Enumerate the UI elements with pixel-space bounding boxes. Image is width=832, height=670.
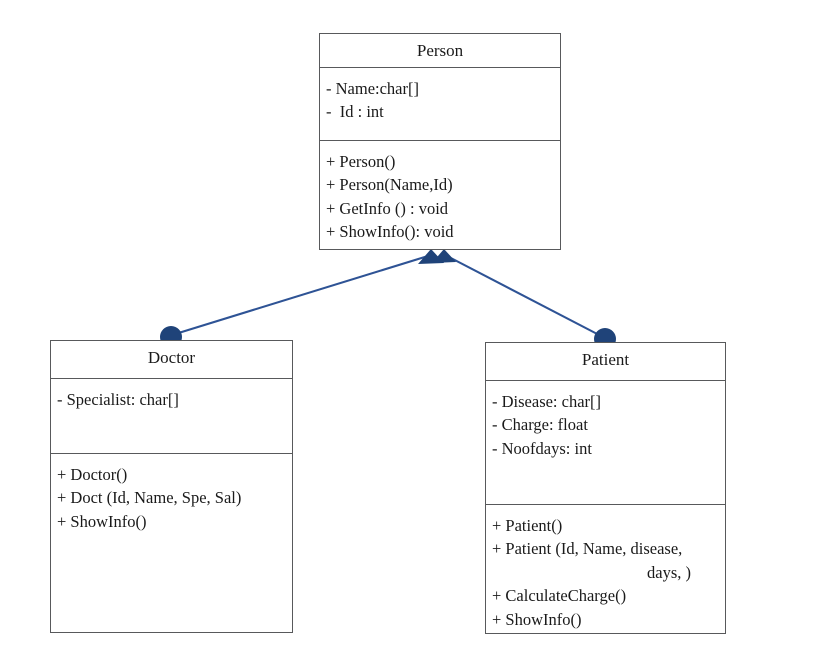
uml-class-person[interactable]: Person - Name:char[] - Id : int + Person…	[319, 33, 561, 250]
method-item-continuation: days, )	[647, 562, 691, 582]
uml-class-doctor[interactable]: Doctor - Specialist: char[] + Doctor() +…	[50, 340, 293, 633]
method-item: + Person(Name,Id)	[326, 175, 453, 195]
class-name-person: Person	[320, 34, 560, 68]
methods-compartment-doctor: + Doctor() + Doct (Id, Name, Spe, Sal) +…	[51, 454, 292, 533]
attribute-item: - Specialist: char[]	[57, 390, 179, 409]
method-item: + ShowInfo()	[57, 511, 147, 531]
arrowhead-icon-doctor	[418, 249, 444, 264]
method-item: + Patient (Id, Name, disease,	[492, 539, 683, 559]
method-item: + ShowInfo(): void	[326, 222, 454, 242]
attribute-item: - Id : int	[326, 102, 384, 122]
method-item: + ShowInfo()	[492, 609, 582, 629]
attributes-compartment-person: - Name:char[] - Id : int	[320, 68, 560, 141]
attribute-item: - Name:char[]	[326, 79, 419, 98]
attributes-compartment-doctor: - Specialist: char[]	[51, 379, 292, 454]
class-name-doctor: Doctor	[51, 341, 292, 379]
uml-class-patient[interactable]: Patient - Disease: char[] - Charge: floa…	[485, 342, 726, 634]
edge-patient-to-person	[446, 255, 604, 338]
attributes-compartment-patient: - Disease: char[] - Charge: float - Noof…	[486, 381, 725, 505]
attribute-item: - Disease: char[]	[492, 392, 602, 411]
arrowhead-icon-patient	[432, 249, 456, 263]
attribute-item: - Charge: float	[492, 415, 588, 435]
method-item: + GetInfo () : void	[326, 198, 449, 218]
attribute-item: - Noofdays: int	[492, 438, 592, 458]
methods-compartment-person: + Person() + Person(Name,Id) + GetInfo (…	[320, 141, 560, 244]
class-name-patient: Patient	[486, 343, 725, 381]
method-item: + CalculateCharge()	[492, 586, 627, 606]
edge-doctor-to-person	[171, 254, 429, 337]
method-item: + Doctor()	[57, 465, 128, 484]
method-item: + Person()	[326, 152, 396, 171]
methods-compartment-patient: + Patient() + Patient (Id, Name, disease…	[486, 505, 725, 631]
method-item: + Patient()	[492, 516, 563, 535]
method-item: + Doct (Id, Name, Spe, Sal)	[57, 488, 242, 508]
